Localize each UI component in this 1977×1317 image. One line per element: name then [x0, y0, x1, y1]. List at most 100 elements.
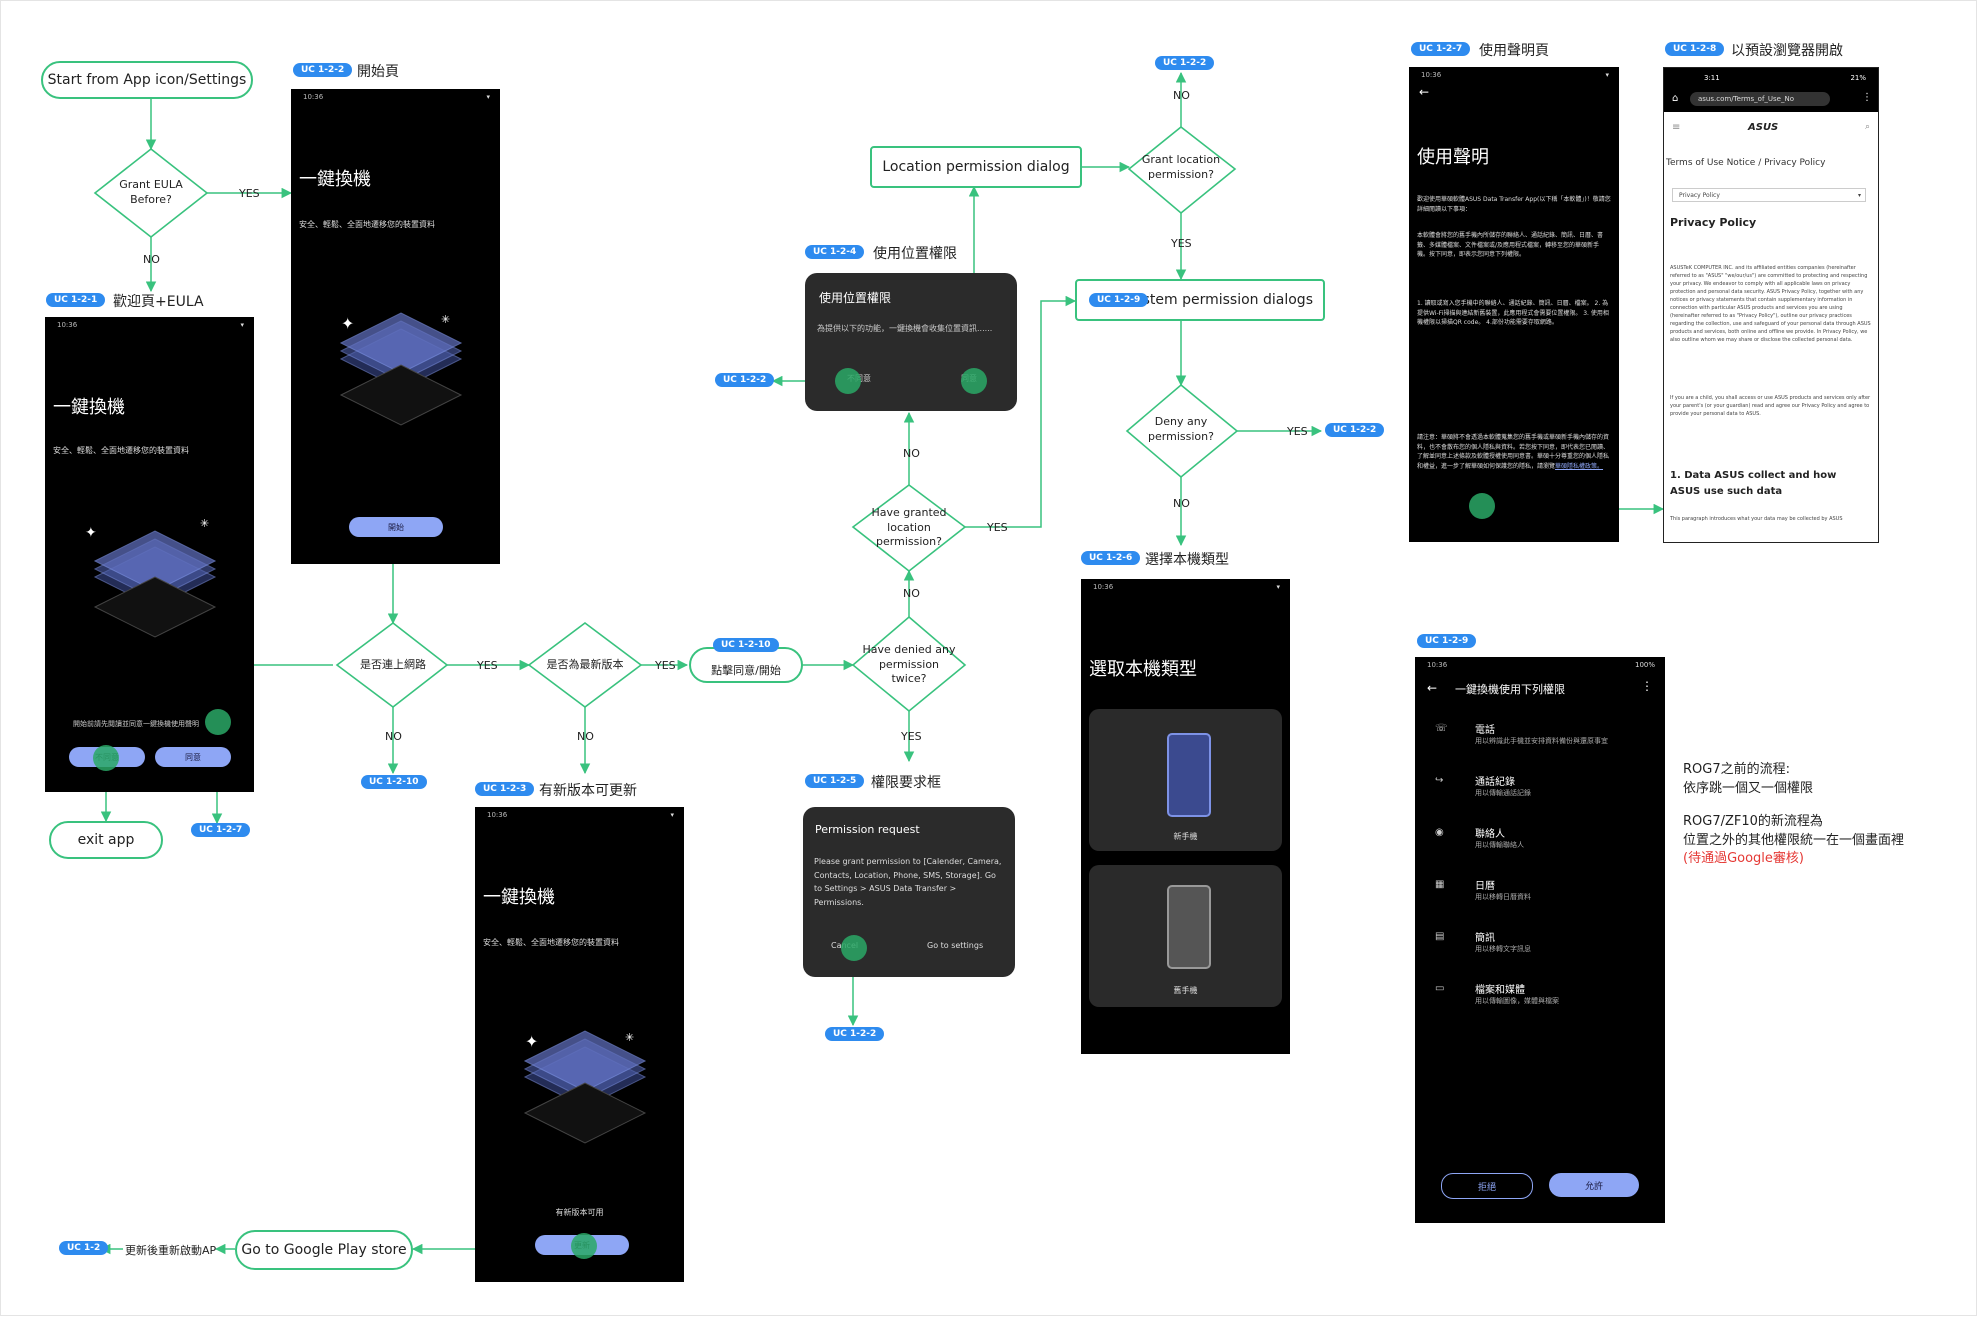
- contacts-icon: ◉: [1435, 827, 1444, 838]
- uc-badge-1210-no: UC 1-2-10: [361, 775, 427, 789]
- permission-item: ☏ 電話用以辨識此手機並安排資料備份與還原事宜: [1435, 721, 1655, 761]
- agree-button[interactable]: 同意: [155, 747, 231, 767]
- tap-agree-node: 點擊同意/開始: [689, 647, 803, 683]
- screen-statement: 10:36 ▾ ← 使用聲明 歡迎使用華碩軟體ASUS Data Transfe…: [1409, 67, 1619, 542]
- asus-logo: ASUS: [1748, 122, 1779, 133]
- overflow-menu-icon[interactable]: ⋮: [1641, 679, 1653, 693]
- permission-desc: 用以辨識此手機並安排資料備份與還原事宜: [1475, 737, 1608, 745]
- uc-badge-122-loc: UC 1-2-2: [715, 373, 775, 387]
- edge-yes-grant-location: YES: [1171, 237, 1192, 250]
- permission-item: ↪通話紀錄用以傳輸通話記錄: [1435, 773, 1655, 813]
- statement-p1: 歡迎使用華碩軟體ASUS Data Transfer App(以下稱「本軟體」)…: [1417, 196, 1611, 213]
- screen-permissions: 10:36 100% ← 一鍵換機使用下列權限 ⋮ ☏電話用以辨識此手機並安排資…: [1415, 657, 1665, 1223]
- home-icon[interactable]: ⌂: [1672, 93, 1679, 104]
- browser-select[interactable]: Privacy Policy▾: [1672, 188, 1866, 202]
- status-time: 10:36: [1421, 71, 1442, 79]
- caption-126: 選擇本機類型: [1145, 552, 1229, 568]
- note-line: 位置之外的其他權限統一在一個畫面裡: [1683, 832, 1905, 848]
- location-permission-dialog-node: Location permission dialog: [870, 146, 1082, 188]
- permissions-title: 一鍵換機使用下列權限: [1455, 683, 1565, 696]
- svg-text:✳: ✳: [200, 517, 209, 530]
- browser-breadcrumb[interactable]: Terms of Use Notice / Privacy Policy: [1666, 158, 1826, 168]
- google-play-node: Go to Google Play store: [235, 1230, 413, 1270]
- status-time: 10:36: [303, 93, 324, 101]
- statement-title: 使用聲明: [1417, 147, 1489, 168]
- permission-name: 電話: [1475, 725, 1495, 736]
- statement-p2: 本軟體會將您的舊手機內所儲存的聯絡人、通話紀錄、簡訊、日曆、書籤、多媒體檔案、文…: [1417, 232, 1604, 259]
- app-title: 一鍵換機: [53, 397, 125, 418]
- svg-text:✳: ✳: [441, 313, 450, 326]
- layers-illustration: ✦ ✳: [523, 1030, 647, 1144]
- permission-desc: 用以傳輸圖像，媒體與檔案: [1475, 997, 1559, 1005]
- tap-indicator: [1469, 493, 1495, 519]
- phone-icon: ☏: [1435, 723, 1448, 734]
- start-button[interactable]: 開始: [349, 517, 443, 537]
- note-line: 依序跳一個又一個權限: [1683, 780, 1814, 796]
- note-spacer: [1683, 799, 1904, 813]
- tap-indicator: [93, 745, 119, 771]
- dialog-body: Please grant permission to [Calender, Ca…: [814, 857, 1002, 907]
- eula-line[interactable]: 開始前請先閱讀並同意一鍵換機使用聲明: [73, 720, 199, 728]
- permission-name: 日曆: [1475, 881, 1495, 892]
- uc-badge-126: UC 1-2-6: [1081, 551, 1141, 565]
- uc-badge-122-top: UC 1-2-2: [1155, 56, 1215, 70]
- allow-button[interactable]: 允許: [1549, 1173, 1639, 1197]
- status-time: 10:36: [1093, 583, 1114, 591]
- screen-new-version: 10:36 ▾ 一鍵換機 安全、輕鬆、全面地遷移您的裝置資料 ✦ ✳ 有新版本可…: [475, 807, 684, 1282]
- edge-no-deny-any: NO: [1173, 497, 1190, 510]
- wifi-icon: ▾: [486, 93, 490, 101]
- uc-badge-129-inline: UC 1-2-9: [1089, 293, 1149, 307]
- status-time: 10:36: [487, 811, 508, 819]
- permission-name: 檔案和媒體: [1475, 985, 1525, 996]
- uc-badge-122-deny: UC 1-2-2: [1325, 423, 1385, 437]
- diamond-deny-any-label: Deny any permission?: [1148, 415, 1214, 443]
- browser-url[interactable]: asus.com/Terms_of_Use_No: [1690, 92, 1830, 106]
- privacy-link[interactable]: 華碩隱私權政策。: [1555, 462, 1604, 470]
- permission-desc: 用以移轉文字訊息: [1475, 945, 1531, 953]
- permission-item: ◉聯絡人用以傳輸聯絡人: [1435, 825, 1655, 865]
- dialog-go-settings[interactable]: Go to settings: [927, 941, 984, 950]
- layers-illustration: ✦ ✳: [339, 312, 463, 426]
- call-log-icon: ↪: [1435, 775, 1444, 786]
- uc-badge-128: UC 1-2-8: [1665, 42, 1725, 56]
- back-arrow-icon[interactable]: ←: [1427, 681, 1438, 695]
- diamond-network: [335, 621, 449, 709]
- menu-icon[interactable]: ⋮: [1862, 92, 1872, 103]
- svg-text:✦: ✦: [85, 525, 97, 541]
- edge-yes-latest: YES: [655, 659, 676, 672]
- uc-badge-129: UC 1-2-9: [1417, 634, 1477, 648]
- svg-text:✳: ✳: [625, 1031, 634, 1044]
- old-phone-card[interactable]: 舊手機: [1089, 865, 1282, 1007]
- app-subtitle: 安全、輕鬆、全面地遷移您的裝置資料: [53, 446, 189, 455]
- hamburger-icon[interactable]: ≡: [1672, 122, 1681, 133]
- uc-badge-122-start: UC 1-2-2: [293, 63, 353, 77]
- back-arrow-icon[interactable]: ←: [1419, 85, 1430, 99]
- browser-status-bar: 3:11 21%: [1664, 68, 1878, 88]
- diamond-have-location-label: Have granted location permission?: [871, 505, 947, 549]
- uc-badge-121: UC 1-2-1: [46, 293, 106, 307]
- folder-icon: ▭: [1435, 983, 1445, 994]
- search-icon[interactable]: ⌕: [1864, 122, 1870, 132]
- new-version-label: 有新版本可用: [555, 1208, 604, 1217]
- exit-app-node: exit app: [49, 821, 163, 859]
- layers-illustration: ✦ ✳: [85, 517, 217, 638]
- diamond-grant-location-label: Grant location permission?: [1141, 153, 1221, 181]
- note-line-red: (待通過Google審核): [1683, 851, 1804, 867]
- calendar-icon: ▦: [1435, 879, 1445, 890]
- diamond-network-label: 是否連上網路: [360, 657, 426, 671]
- wifi-icon: ▾: [1276, 583, 1280, 591]
- app-subtitle: 安全、輕鬆、全面地遷移您的裝置資料: [299, 220, 435, 229]
- deny-button[interactable]: 拒絕: [1441, 1173, 1533, 1199]
- edge-no-grant-location: NO: [1173, 89, 1190, 102]
- dialog-title: Permission request: [815, 823, 920, 836]
- tap-indicator: [835, 368, 861, 394]
- browser-address-bar[interactable]: ⌂ asus.com/Terms_of_Use_No ⋮: [1664, 88, 1878, 112]
- new-phone-card[interactable]: 新手機: [1089, 709, 1282, 851]
- old-phone-label: 舊手機: [1173, 986, 1198, 995]
- uc-badge-123: UC 1-2-3: [475, 782, 535, 796]
- screen-browser: 3:11 21% ⌂ asus.com/Terms_of_Use_No ⋮ ≡ …: [1663, 67, 1879, 543]
- permission-desc: 用以移轉日曆資料: [1475, 893, 1531, 901]
- app-title: 一鍵換機: [299, 169, 371, 190]
- diamond-deny-any: [1125, 383, 1239, 479]
- statement-note-text: 請注意：華碩將不會透過本軟體蒐集您的舊手機或華碩新手機內儲存的資料，也不會散布您…: [1417, 434, 1610, 470]
